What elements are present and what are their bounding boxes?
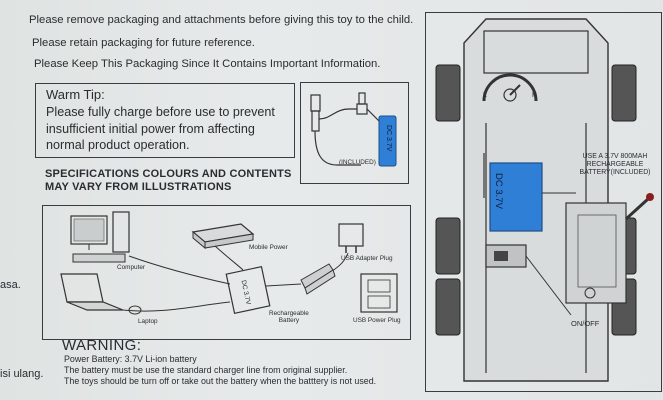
warning-line: Power Battery: 3.7V Li-ion battery	[64, 354, 197, 364]
rechargeable-line: Rechargeable	[269, 310, 309, 317]
spec-notice: SPECIFICATIONS COLOURS AND CONTENTS MAY …	[45, 168, 292, 193]
warning-line: The battery must be use the standard cha…	[64, 365, 348, 375]
mobile-power-label: Mobile Power	[249, 244, 288, 251]
warm-tip-box: Warm Tip: Please fully charge before use…	[35, 83, 295, 158]
vehicle-chassis-drawing	[435, 18, 654, 382]
warm-tip-title: Warm Tip:	[46, 87, 105, 102]
warm-tip-body: Please fully charge before use to preven…	[46, 105, 275, 152]
battery-note-line: USE A 3.7V 800MAH	[582, 153, 648, 160]
warning-line: The toys should be turn off or take out …	[64, 376, 377, 386]
warning-title: WARNING:	[62, 337, 142, 354]
dial-left-label: L	[483, 92, 487, 99]
charger-battery-label: DC 3.7V	[385, 125, 392, 152]
battery-note-line: RECHARGEABLE	[586, 161, 644, 168]
edge-text: isi ulang.	[0, 368, 44, 380]
spec-notice-line: SPECIFICATIONS COLOURS AND CONTENTS	[45, 168, 292, 180]
instruction-line: Please Keep This Packaging Since It Cont…	[34, 58, 381, 70]
instruction-line: Please remove packaging and attachments …	[29, 14, 414, 26]
computer-label: Computer	[117, 264, 146, 271]
included-label: (INCLUDED)	[339, 159, 376, 166]
instruction-line: Please retain packaging for future refer…	[32, 37, 255, 49]
spec-notice-line: MAY VARY FROM ILLUSTRATIONS	[45, 180, 232, 193]
battery-note: USE A 3.7V 800MAH RECHARGEABLE BATTERY(I…	[573, 153, 657, 177]
rechargeable-battery-label: Rechargeable Battery	[269, 310, 309, 324]
edge-text: asa.	[0, 279, 21, 291]
rechargeable-line: Battery	[278, 317, 300, 324]
usb-adapter-label: USB Adapter Plug	[341, 255, 393, 262]
usb-power-plug-label: USB Power Plug	[353, 317, 401, 324]
laptop-label: Laptop	[138, 318, 158, 325]
charger-box: DC 3.7V (INCLUDED)	[300, 82, 409, 184]
usb-charger-illustration	[310, 92, 397, 167]
battery-note-line: BATTERY(INCLUDED)	[579, 169, 651, 176]
dial-right-label: R	[532, 92, 538, 99]
chassis-battery-label: DC 3.7V	[493, 173, 504, 209]
charging-diagram-drawing	[60, 211, 398, 315]
on-off-label: ON/OFF	[571, 319, 600, 328]
vehicle-diagram-box: DC 3.7V L R USE A 3.7V 800MAH RECHARGEAB…	[425, 12, 662, 392]
charging-diagram: Computer Mobile Power USB Adapter Plug D…	[42, 205, 411, 340]
